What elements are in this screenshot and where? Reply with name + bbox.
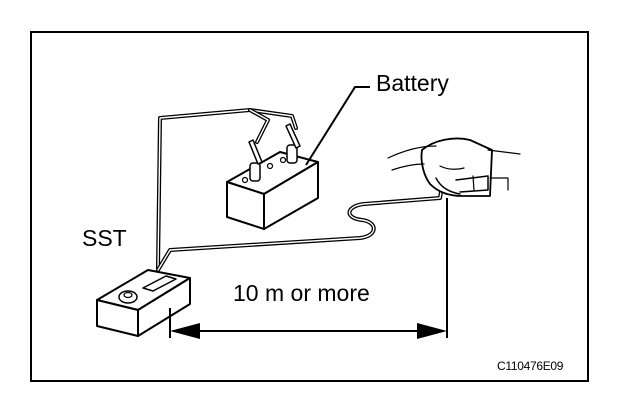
figure-code: C110476E09: [497, 359, 564, 373]
sst-tester: [96, 269, 191, 337]
battery: [226, 123, 319, 230]
battery-leader-line: [305, 86, 370, 166]
distance-label: 10 m or more: [233, 280, 370, 306]
sst-label: SST: [82, 225, 127, 251]
hand-with-remote-switch: [387, 137, 521, 197]
battery-label: Battery: [376, 70, 449, 96]
distance-dimension: [169, 198, 448, 339]
cables: [156, 108, 444, 272]
